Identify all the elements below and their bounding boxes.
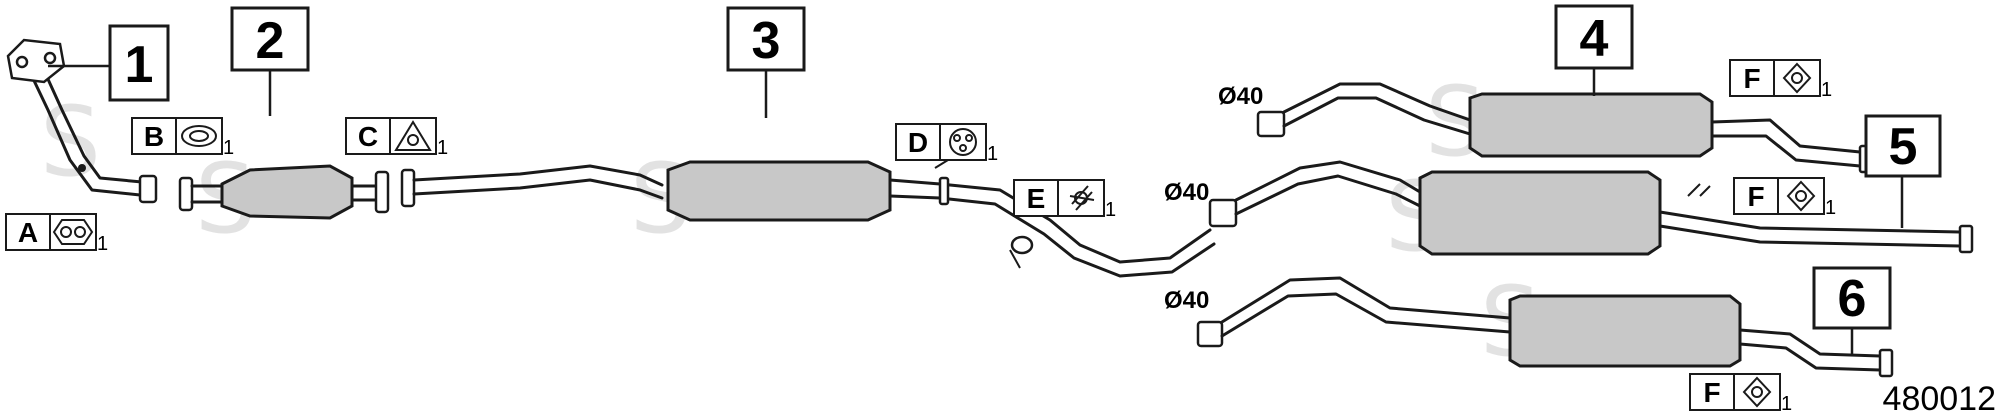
accessory-e: E 1	[1013, 179, 1116, 221]
callout-part-5: 5	[1864, 114, 1942, 178]
accessory-letter: F	[1747, 181, 1764, 212]
diameter-label: Ø40	[1164, 287, 1209, 314]
callout-part-6: 6	[1812, 266, 1892, 330]
callout-number: 3	[752, 12, 781, 70]
accessory-qty: 1	[1825, 197, 1836, 219]
callout-number: 5	[1889, 118, 1918, 176]
accessory-qty: 1	[97, 233, 108, 255]
accessory-letter: D	[908, 127, 928, 158]
hanger-mount-icon	[1742, 376, 1772, 408]
reference-number: 480012	[1883, 380, 1996, 418]
hanger-mount-icon	[1782, 62, 1812, 94]
accessory-qty: 1	[1105, 199, 1116, 221]
watermarks: S S S S S S	[40, 66, 1541, 378]
part-2-catalytic-converter	[178, 164, 390, 220]
callout-number: 2	[256, 12, 285, 70]
gasket-two-hole-icon	[52, 219, 94, 245]
diameter-label: Ø40	[1218, 83, 1263, 110]
ring-gasket-icon	[181, 125, 217, 147]
callout-part-3: 3	[726, 6, 806, 72]
rubber-hanger-icon	[949, 128, 977, 156]
accessory-letter: A	[18, 217, 38, 248]
accessory-labels: A 1 B 1 C	[5, 59, 1836, 415]
part-callouts: 1 2 3 4 5 6	[108, 4, 1942, 330]
clamp-icon	[1069, 185, 1095, 211]
diameter-labels: Ø40 Ø40 Ø40	[1164, 83, 1263, 314]
triangle-gasket-icon	[394, 120, 432, 151]
accessory-f: F 1	[1733, 177, 1836, 219]
accessory-letter: C	[358, 121, 378, 152]
accessory-letter: F	[1743, 63, 1760, 94]
callout-number: 4	[1580, 10, 1609, 68]
accessory-b: B 1	[131, 117, 234, 159]
accessory-f: F 1	[1729, 59, 1832, 101]
accessory-letter: E	[1027, 183, 1046, 214]
part-6-rear-silencer	[1196, 276, 1894, 378]
callout-part-2: 2	[230, 6, 310, 72]
accessory-qty: 1	[223, 137, 234, 159]
watermark: S	[40, 86, 101, 198]
part-4-rear-silencer	[1256, 82, 1874, 174]
accessory-c: C 1	[345, 117, 448, 159]
callout-part-4: 4	[1554, 4, 1634, 70]
diameter-label: Ø40	[1164, 179, 1209, 206]
accessory-letter: B	[144, 121, 164, 152]
part-1-front-pipe	[6, 38, 158, 204]
hanger-mount-icon	[1786, 180, 1816, 212]
callout-number: 6	[1838, 270, 1867, 328]
accessory-qty: 1	[1781, 393, 1792, 415]
accessory-qty: 1	[1821, 79, 1832, 101]
callout-part-1: 1	[108, 24, 170, 102]
accessory-letter: F	[1703, 377, 1720, 408]
accessory-d: D 1	[895, 123, 998, 165]
callout-number: 1	[125, 36, 154, 94]
accessory-qty: 1	[437, 137, 448, 159]
accessory-a: A 1	[5, 213, 108, 255]
accessory-qty: 1	[987, 143, 998, 165]
part-5-rear-silencer	[1208, 160, 1974, 256]
part-3-middle-silencer	[400, 159, 1216, 278]
accessory-f: F 1	[1689, 373, 1792, 415]
